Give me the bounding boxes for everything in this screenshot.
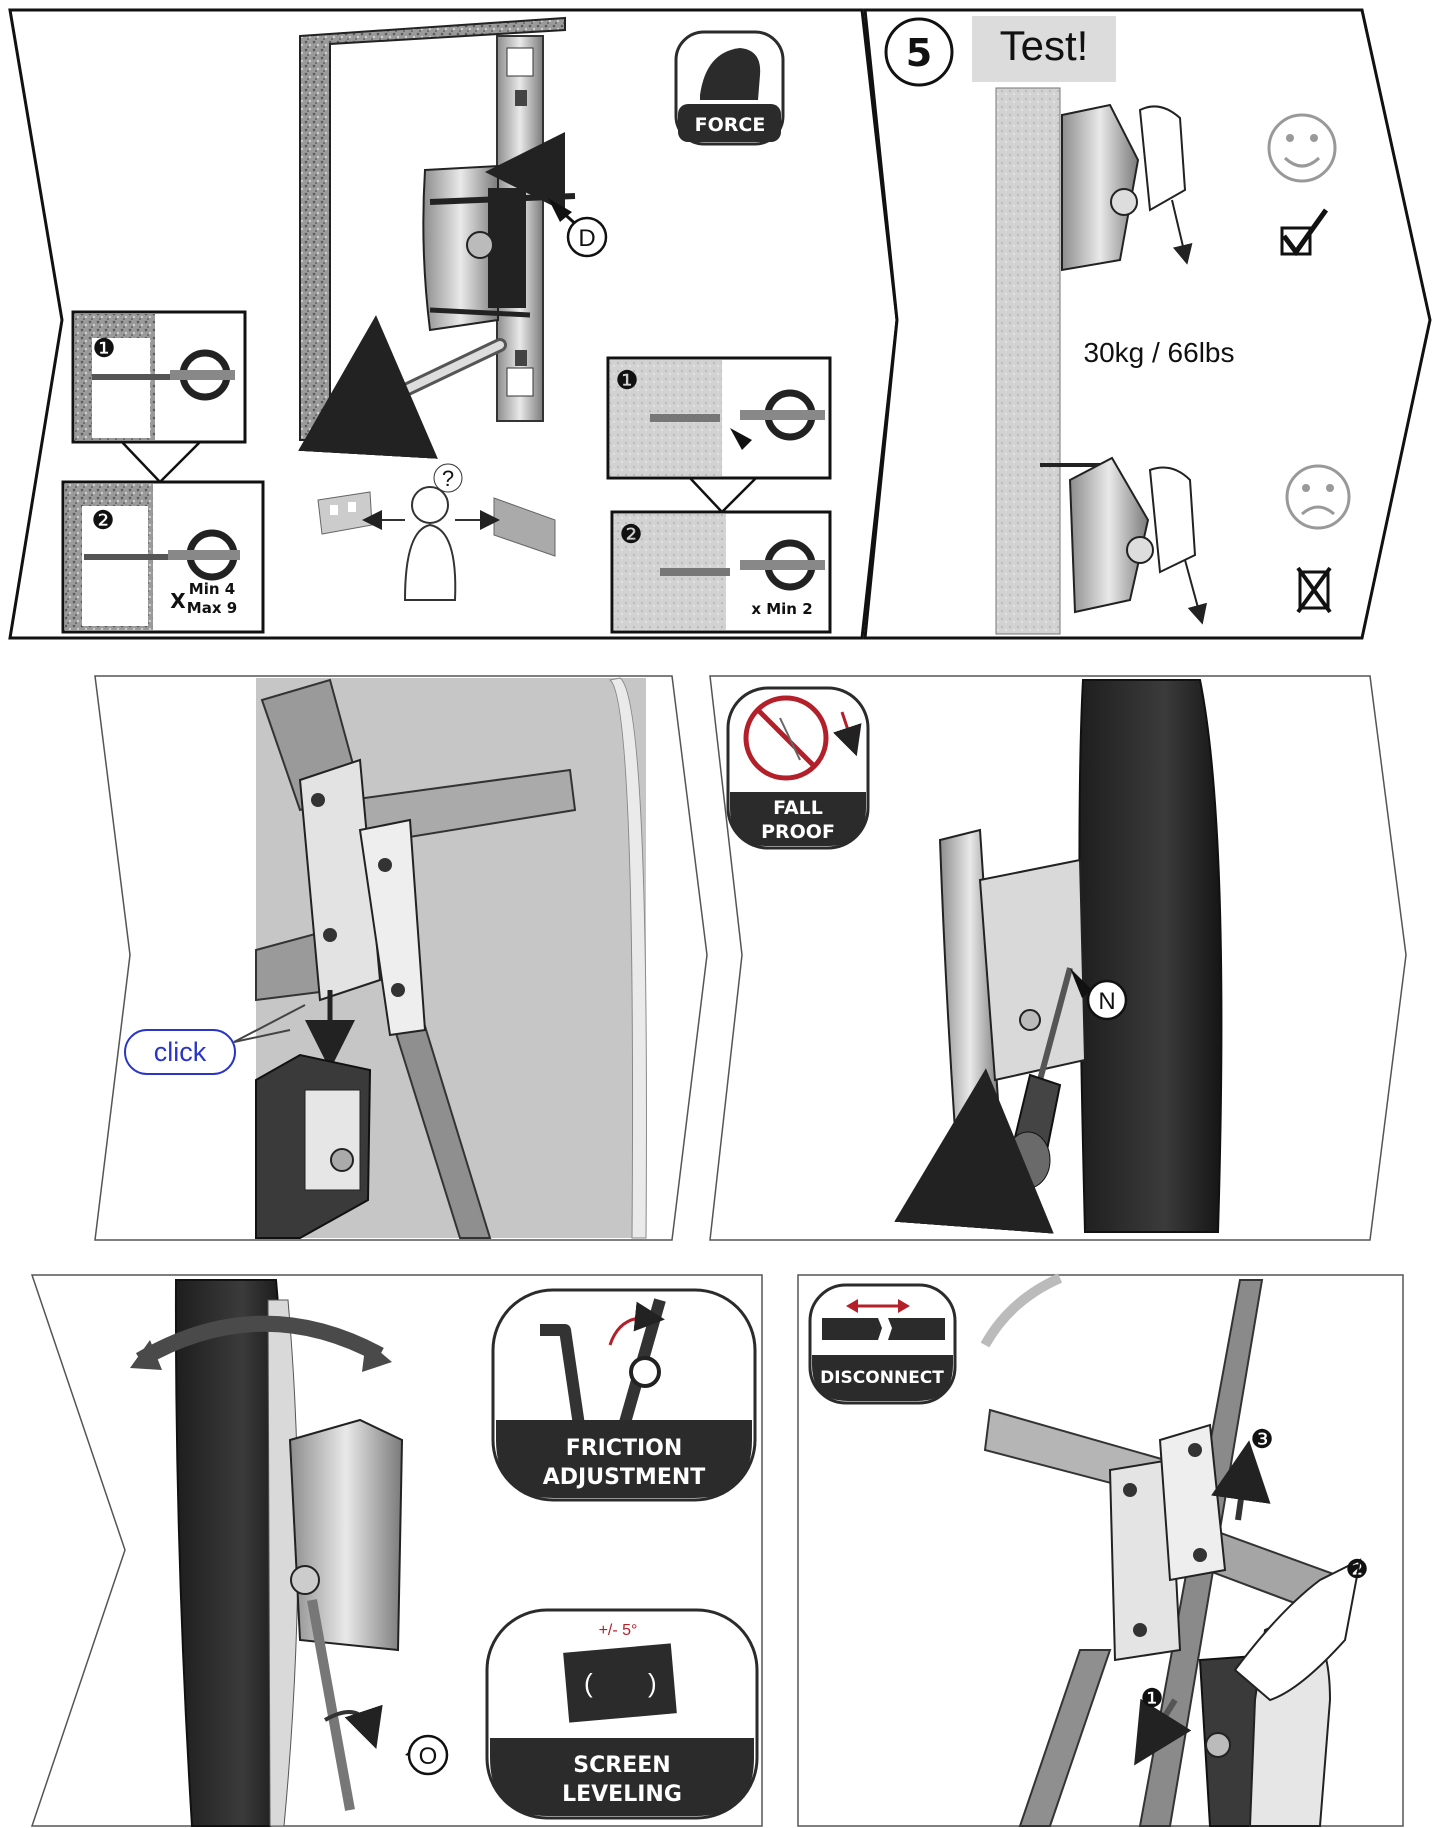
smiley-sad-icon (1285, 464, 1351, 530)
disconnect-panel: ❸ ❷ ❶ DISCONNECT (797, 1273, 1404, 1827)
callout-d-label: D (578, 225, 595, 252)
wrench-icon (298, 315, 507, 459)
screen-leveling-badge: +/- 5° ( ) SCREEN LEVELING (485, 1608, 759, 1820)
right-inset-1-number: ❶ (615, 365, 638, 395)
right-inset-2: ❷ x Min 2 (610, 510, 832, 634)
disconnect-step-2: ❷ (1345, 1554, 1368, 1584)
left-inset-1: ❶ (71, 310, 247, 444)
checkbox-crossed-icon (1296, 566, 1332, 614)
disconnect-step-3: ❸ (1250, 1424, 1273, 1454)
step5-number: 5 (906, 31, 932, 75)
click-label: click (154, 1037, 207, 1067)
friction-badge-line1: FRICTION (566, 1436, 683, 1461)
left-inset-2: ❷ X Min 4 Max 9 (61, 480, 265, 634)
disconnect-badge: DISCONNECT (808, 1283, 957, 1405)
leveling-bracket-right: ) (648, 1668, 657, 1698)
right-min-count: x Min 2 (751, 600, 812, 618)
smiley-happy-icon (1267, 113, 1337, 183)
left-inset-1-number: ❶ (92, 333, 115, 363)
left-multiplier: X (170, 589, 186, 613)
right-inset-1: ❶ (606, 356, 832, 480)
fallproof-badge-line2: PROOF (761, 821, 835, 843)
disconnect-step-1: ❶ (1140, 1683, 1163, 1713)
step5-panel: 5 Test! 30kg / 66lbs (863, 8, 1432, 640)
adjustment-panel: O FRICTION ADJUSTMENT +/- 5° ( ) SCREEN … (30, 1274, 763, 1827)
force-badge-label: FORCE (695, 114, 766, 136)
checkbox-checked-icon (1280, 208, 1329, 257)
click-panel: click (94, 675, 708, 1241)
right-inset-2-number: ❷ (619, 519, 642, 549)
fallproof-badge-line1: FALL (773, 797, 823, 819)
callout-d: D (548, 198, 608, 258)
friction-adjustment-badge: FRICTION ADJUSTMENT (491, 1288, 757, 1502)
force-badge: FORCE (674, 30, 785, 146)
leveling-bracket-left: ( (584, 1668, 593, 1698)
callout-o-label: O (419, 1743, 438, 1770)
callout-n-label: N (1098, 988, 1115, 1015)
thinking-person-illustration: ? (317, 463, 556, 601)
disconnect-badge-label: DISCONNECT (820, 1368, 944, 1388)
test-incorrect-illustration (1040, 456, 1208, 625)
left-max-count: Max 9 (187, 599, 237, 617)
friction-badge-line2: ADJUSTMENT (543, 1465, 706, 1490)
left-min-count: Min 4 (189, 580, 235, 598)
mount-bracket (422, 132, 576, 332)
fallproof-panel: N FALL PROOF (709, 675, 1407, 1241)
test-correct-illustration (1061, 103, 1193, 272)
leveling-angle: +/- 5° (599, 1622, 638, 1639)
left-inset-2-number: ❷ (91, 505, 114, 535)
leveling-badge-line2: LEVELING (562, 1782, 682, 1807)
fallproof-badge: FALL PROOF (726, 686, 870, 850)
step5-title: Test! (1000, 22, 1089, 69)
step1-panel: D FORCE ❶ ❷ X (8, 8, 899, 640)
leveling-badge-line1: SCREEN (573, 1753, 670, 1778)
question-mark: ? (442, 466, 454, 491)
test-load-label: 30kg / 66lbs (1084, 337, 1235, 368)
